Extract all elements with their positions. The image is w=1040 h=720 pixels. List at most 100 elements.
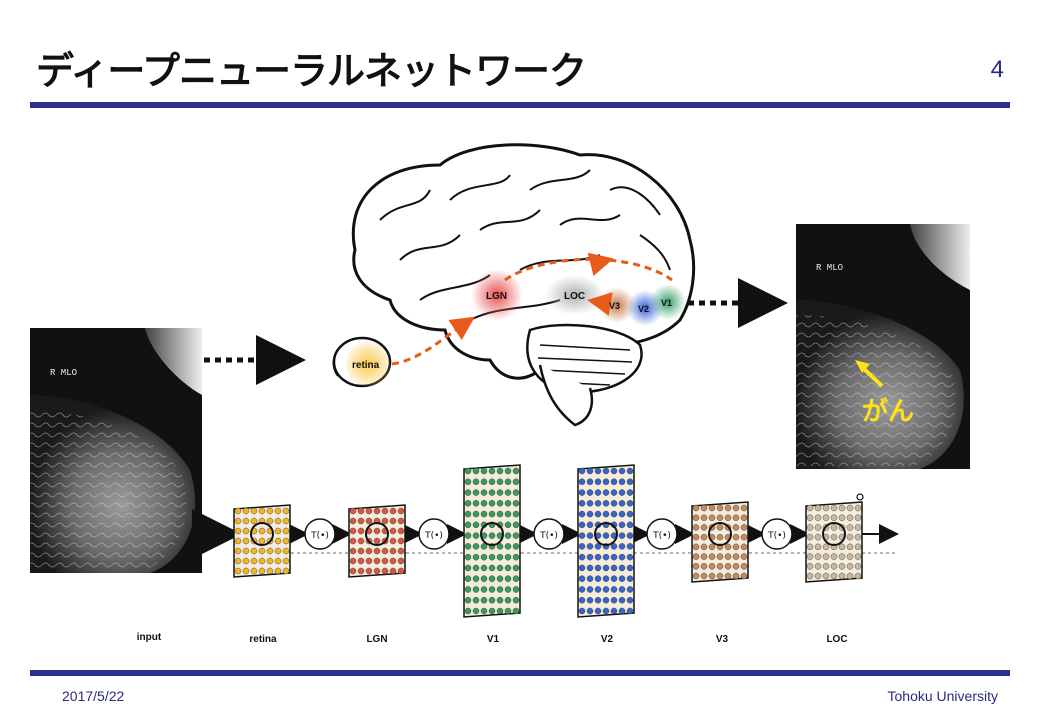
layer-unit (586, 478, 594, 486)
layer-retina (233, 504, 291, 578)
layer-unit (472, 607, 480, 615)
layer-unit (504, 543, 512, 550)
layer-unit (708, 504, 716, 512)
layer-unit (242, 557, 250, 565)
layer-unit (504, 596, 512, 604)
pathway-v3-loc (587, 292, 613, 316)
layer-unit (464, 586, 472, 593)
layer-unit (716, 563, 724, 570)
layer-unit (626, 564, 634, 572)
layer-unit (854, 572, 862, 580)
layer-unit (234, 527, 242, 535)
layer-unit (389, 507, 397, 515)
layer-unit (854, 514, 862, 521)
layer-unit (716, 504, 724, 512)
layer-unit (846, 504, 854, 512)
layer-unit (716, 524, 724, 531)
layer-unit (504, 532, 512, 539)
layer-unit (692, 524, 700, 531)
layer-unit (700, 543, 708, 551)
receptive-field (708, 522, 732, 546)
layer-unit (512, 553, 520, 561)
layer-unit (504, 510, 512, 518)
layer-unit (626, 586, 634, 593)
layer-panel (463, 464, 521, 618)
layer-unit (806, 563, 814, 570)
layer-unit (258, 547, 266, 555)
layer-unit (472, 586, 480, 593)
layer-unit (610, 564, 618, 572)
layer-unit (618, 564, 626, 572)
layer-unit (282, 527, 290, 535)
layer-unit (504, 489, 512, 496)
layer-unit (626, 543, 634, 550)
layer-unit (740, 572, 748, 580)
layer-unit (512, 586, 520, 593)
layer-unit (830, 533, 838, 541)
label-v1: V1 (661, 298, 672, 308)
layer-unit (464, 500, 472, 507)
layer-unit (472, 500, 480, 507)
layer-unit (602, 564, 610, 572)
layer-unit (512, 467, 520, 475)
layer-unit (822, 543, 830, 551)
layer-unit (373, 557, 381, 565)
layer-unit (488, 586, 496, 593)
layer-unit (472, 596, 480, 604)
layer-panel (577, 464, 635, 618)
stage-label-v1: V1 (487, 634, 500, 645)
layer-unit (740, 563, 748, 570)
layer-unit (365, 547, 373, 555)
layer-unit (610, 489, 618, 496)
layer-unit (472, 489, 480, 496)
layer-unit (234, 537, 242, 545)
layer-unit (618, 575, 626, 582)
layer-unit (830, 572, 838, 580)
layer-unit (480, 500, 488, 507)
layer-unit (578, 478, 586, 486)
layer-unit (586, 467, 594, 475)
layer-unit (618, 467, 626, 475)
layer-unit (692, 514, 700, 521)
layer-unit (700, 553, 708, 560)
layer-panel (805, 501, 863, 583)
layer-unit (234, 507, 242, 515)
layer-unit (610, 500, 618, 507)
receptive-field (250, 522, 274, 546)
layer-unit (586, 510, 594, 518)
layer-unit (626, 575, 634, 582)
layer-unit (512, 521, 520, 529)
label-lgn: LGN (486, 291, 507, 302)
layer-unit (373, 547, 381, 555)
layer-unit (708, 514, 716, 521)
layer-unit (716, 514, 724, 521)
layer-unit (806, 514, 814, 521)
layer-unit (464, 564, 472, 572)
layer-unit (381, 517, 389, 525)
layer-unit (618, 510, 626, 518)
layer-unit (740, 524, 748, 531)
layer-unit (594, 478, 602, 486)
layer-unit (512, 532, 520, 539)
output-node (856, 493, 864, 501)
layer-unit (618, 553, 626, 561)
receptive-field (480, 522, 504, 546)
layer-unit (349, 557, 357, 565)
layer-unit (724, 504, 732, 512)
layer-lgn (348, 504, 406, 578)
receptive-field (365, 522, 389, 546)
layer-unit (854, 524, 862, 531)
layer-unit (472, 532, 480, 539)
transform-label: T(•) (767, 531, 786, 541)
layer-unit (692, 553, 700, 560)
layer-unit (381, 507, 389, 515)
layer-unit (806, 504, 814, 512)
layer-unit (472, 478, 480, 486)
layer-unit (732, 553, 740, 560)
layer-unit (397, 537, 405, 545)
layer-unit (578, 532, 586, 539)
layer-unit (716, 533, 724, 541)
layer-v2 (577, 464, 635, 618)
layer-unit (586, 553, 594, 561)
layer-unit (464, 467, 472, 475)
